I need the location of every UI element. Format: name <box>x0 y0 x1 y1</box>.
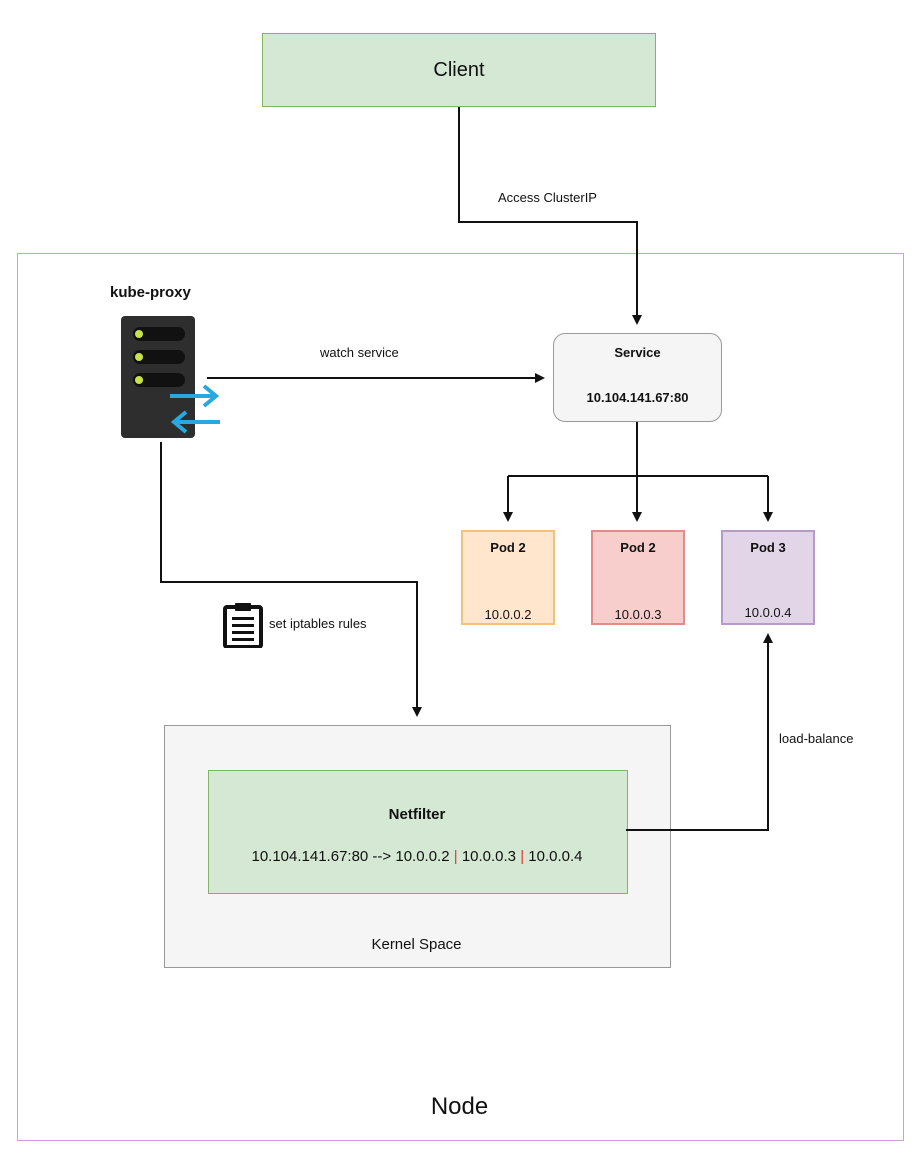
pod-box-a: Pod 2 10.0.0.2 <box>461 530 555 625</box>
pod-ip: 10.0.0.3 <box>614 607 662 622</box>
node-boundary <box>17 253 904 1141</box>
pod-name: Pod 2 <box>620 540 656 555</box>
rule-third-target: 10.0.0.4 <box>528 848 583 865</box>
rule-separator: | <box>520 848 525 865</box>
rule-prefix: 10.104.141.67:80 --> 10.0.0.2 <box>251 848 450 865</box>
edge-load-balance <box>626 633 773 831</box>
pod-name: Pod 2 <box>490 540 526 555</box>
pod-name: Pod 3 <box>750 540 786 555</box>
service-title: Service <box>614 345 661 360</box>
sync-arrows-icon <box>170 384 220 434</box>
edge-label-iptables: set iptables rules <box>269 616 367 631</box>
node-label: Node <box>430 1093 489 1120</box>
rule-second-target: 10.0.0.3 <box>461 848 517 865</box>
service-ip: 10.104.141.67:80 <box>586 390 689 405</box>
service-box: Service 10.104.141.67:80 <box>553 333 722 422</box>
pod-box-b: Pod 2 10.0.0.3 <box>591 530 685 625</box>
pod-box-c: Pod 3 10.0.0.4 <box>721 530 815 625</box>
client-box: Client <box>262 33 656 107</box>
pod-ip: 10.0.0.4 <box>744 605 792 620</box>
client-label: Client <box>433 58 485 81</box>
server-icon <box>121 316 195 438</box>
pod-ip: 10.0.0.2 <box>484 607 532 622</box>
netfilter-box <box>208 770 628 894</box>
edge-label-watch: watch service <box>320 345 399 360</box>
clipboard-icon <box>223 603 263 648</box>
edge-client-to-service <box>458 107 642 325</box>
netfilter-title: Netfilter <box>388 806 446 823</box>
kube-proxy-label: kube-proxy <box>110 284 191 301</box>
kernel-space-label: Kernel Space <box>371 936 462 953</box>
edge-label-access: Access ClusterIP <box>498 190 597 205</box>
edge-set-iptables <box>160 442 422 717</box>
edge-label-load-balance: load-balance <box>779 731 854 746</box>
netfilter-rule: 10.104.141.67:80 --> 10.0.0.2 | 10.0.0.3… <box>208 848 626 865</box>
rule-separator: | <box>453 848 458 865</box>
